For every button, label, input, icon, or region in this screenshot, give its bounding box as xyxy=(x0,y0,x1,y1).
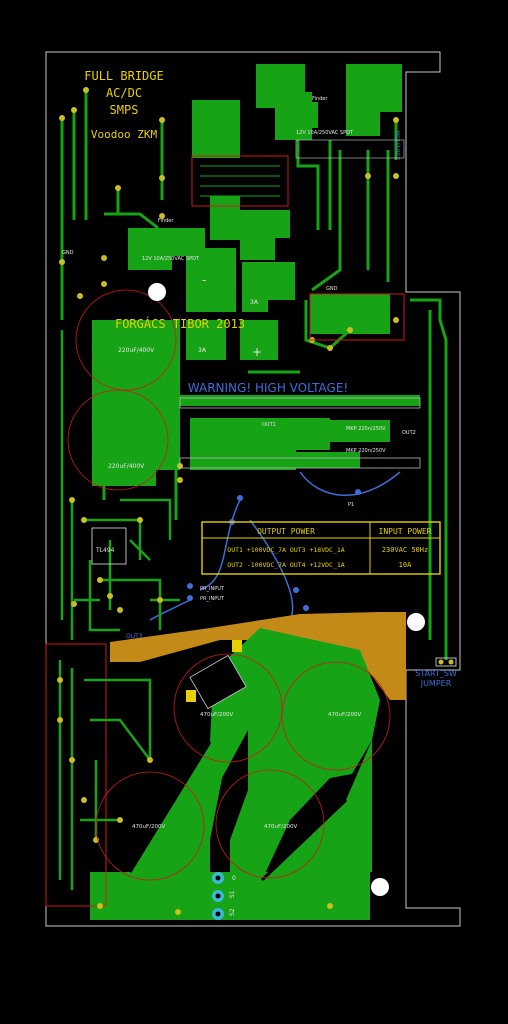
rectifier-block-a xyxy=(186,690,196,702)
cap-470-outline-b xyxy=(281,661,391,771)
table-row1-input: 230VAC 50Hz xyxy=(382,546,428,554)
title-line-1: FULL BRIDGE xyxy=(84,69,163,83)
mount-hole-2 xyxy=(407,613,425,631)
top-pads xyxy=(59,87,399,483)
cap470-b-label: 470uF/200V xyxy=(328,712,361,718)
title-line-3: SMPS xyxy=(110,103,139,117)
minus-label: - xyxy=(202,273,206,287)
mkp-a-label: MKP 220n/250V xyxy=(346,426,386,432)
control-pads xyxy=(69,497,163,613)
bottom-rails xyxy=(128,741,348,882)
relay-hatch xyxy=(200,165,280,197)
fuse-top-label: 250V/15A xyxy=(395,130,402,160)
author-label: FORGÁCS TIBOR 2013 xyxy=(115,316,245,331)
cap470-a-label: 470uF/200V xyxy=(200,712,233,718)
mkp-outline-a xyxy=(179,397,421,409)
out3-label: OUT3 xyxy=(126,633,143,640)
cap-470-outline-c xyxy=(95,771,205,881)
start-label-line1: START_SW xyxy=(415,669,457,678)
cap220-b-label: 220uF/400V xyxy=(108,463,145,470)
fuse-holder-outline xyxy=(295,139,405,159)
s1-label: S1 xyxy=(229,890,236,898)
cap-470-outline-d xyxy=(215,769,325,879)
s2-label: S2 xyxy=(229,908,236,916)
gnd2-label: GND xyxy=(326,286,338,292)
pr-input2-label: PR_INPUT xyxy=(200,596,225,602)
cap-220-outline-b xyxy=(67,389,169,491)
pr-input1-label: PR_INPUT xyxy=(200,586,225,592)
cap470-c-label: 470uF/200V xyxy=(132,824,165,830)
start-jumper-pads xyxy=(435,657,457,667)
bridge-body xyxy=(189,654,247,710)
gnd-label: GND xyxy=(62,250,74,256)
drc-box-fuse xyxy=(309,293,405,341)
output-terminals xyxy=(212,872,224,920)
top-traces xyxy=(60,90,448,660)
title-line-2: AC/DC xyxy=(106,86,142,100)
flex-stripe xyxy=(110,612,406,700)
mkp-b-label: MKP 220n/250V xyxy=(346,448,386,454)
bottom-copper xyxy=(90,628,380,920)
rectifier-block-b xyxy=(232,640,242,652)
relay-top-label: 12V 10A/250VAC SPDT xyxy=(296,130,354,136)
out2-label: OUT2 xyxy=(402,430,416,436)
table-header-input: INPUT POWER xyxy=(379,527,432,536)
warning-label: WARNING! HIGH VOLTAGE! xyxy=(188,381,348,395)
cap-470-outline-a xyxy=(173,653,283,763)
start-label-line2: JUMPER xyxy=(420,679,452,688)
relay-mid-label: 12V 10A/250VAC SPDT xyxy=(142,256,200,262)
cap220-a-label: 220uF/400V xyxy=(118,347,155,354)
table-row2-output: OUT2 -100VDC_7A OUT4 +12VDC_1A xyxy=(227,561,344,569)
spec-table: OUTPUT POWER INPUT POWER OUT1 +100VDC_7A… xyxy=(201,521,441,575)
bottom-pads xyxy=(57,677,333,915)
ic-tl494-label: TL494 xyxy=(95,547,115,554)
drc-box-bottom xyxy=(45,643,107,907)
top-copper xyxy=(92,64,420,486)
jumper-wires xyxy=(149,471,401,621)
cap-220-outline-a xyxy=(75,289,177,391)
tl494-ic xyxy=(91,527,127,565)
zero-label: 0 xyxy=(232,875,236,882)
a3b-label: 3A xyxy=(198,347,207,354)
mkp-outline-b xyxy=(179,457,421,469)
out1-label: OUT1 xyxy=(262,422,276,428)
brand-label: Voodoo ZKM xyxy=(91,128,158,141)
a3-label: 3A xyxy=(250,299,259,306)
table-row2-input: 10A xyxy=(399,561,412,569)
mount-hole-3 xyxy=(371,878,389,896)
p1-label: P1 xyxy=(348,502,354,508)
board-outline xyxy=(45,51,461,927)
table-header-output: OUTPUT POWER xyxy=(257,527,315,536)
cap470-d-label: 470uF/200V xyxy=(264,824,297,830)
plus-label: + xyxy=(252,345,262,359)
table-row1-output: OUT1 +100VDC_7A OUT3 +18VDC_1A xyxy=(227,546,344,554)
relay-outline-top xyxy=(191,155,289,207)
mount-hole-1 xyxy=(148,283,166,301)
finder-mid-label: Finder xyxy=(158,218,174,224)
finder-top-label: Finder xyxy=(312,96,328,102)
